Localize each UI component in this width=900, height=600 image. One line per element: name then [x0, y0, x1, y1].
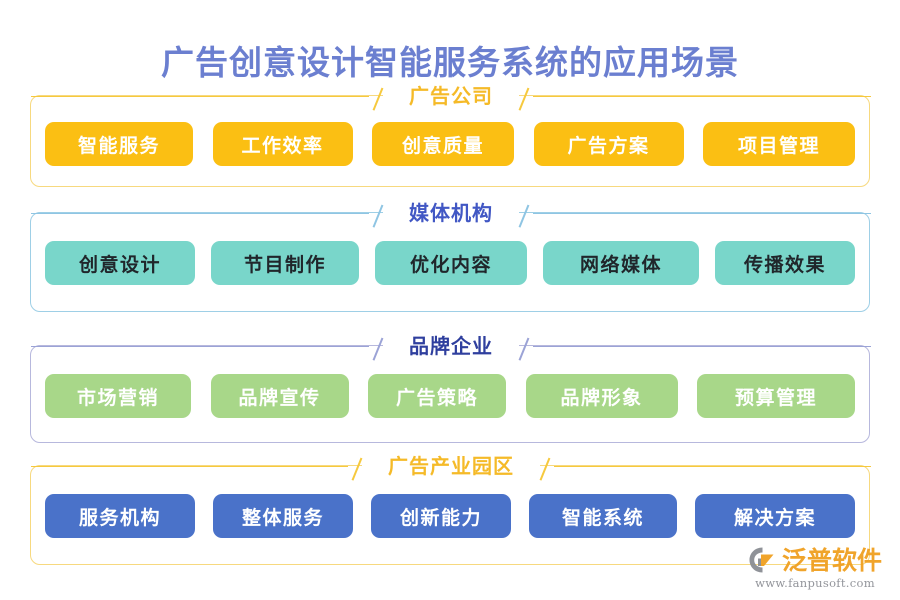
chip-item[interactable]: 节目制作: [211, 241, 359, 285]
chip-item[interactable]: 优化内容: [375, 241, 527, 285]
brand-lockup: 泛普软件: [748, 546, 882, 574]
brand-watermark: 泛普软件 www.fanpusoft.com: [748, 546, 882, 590]
section-brand-enterprises: 品牌企业 市场营销 品牌宣传 广告策略 品牌形象 预算管理: [30, 333, 871, 443]
brand-url: www.fanpusoft.com: [755, 576, 875, 590]
section-ad-industrial-park: 广告产业园区 服务机构 整体服务 创新能力 智能系统 解决方案: [30, 453, 871, 565]
chip-item[interactable]: 服务机构: [45, 494, 195, 538]
chip-item[interactable]: 创新能力: [371, 494, 511, 538]
chip-row: 服务机构 整体服务 创新能力 智能系统 解决方案: [31, 466, 869, 564]
chip-item[interactable]: 品牌宣传: [210, 374, 349, 418]
chip-item[interactable]: 项目管理: [703, 122, 855, 166]
chip-item[interactable]: 广告策略: [368, 374, 506, 418]
brand-name: 泛普软件: [781, 545, 882, 575]
chip-item[interactable]: 工作效率: [212, 122, 353, 166]
fanpu-swoosh-logo-icon: [748, 546, 778, 574]
chip-item[interactable]: 广告方案: [533, 122, 684, 166]
chip-item[interactable]: 市场营销: [45, 374, 191, 418]
chip-row: 智能服务 工作效率 创意质量 广告方案 项目管理: [31, 96, 869, 186]
section-media-organizations: 媒体机构 创意设计 节目制作 优化内容 网络媒体 传播效果: [30, 200, 871, 312]
chip-item[interactable]: 创意设计: [45, 241, 195, 285]
chip-item[interactable]: 品牌形象: [525, 374, 678, 418]
page-title: 广告创意设计智能服务系统的应用场景: [161, 43, 739, 82]
chip-item[interactable]: 智能服务: [45, 122, 193, 166]
chip-item[interactable]: 传播效果: [715, 241, 855, 285]
chip-item[interactable]: 预算管理: [697, 374, 855, 418]
chip-item[interactable]: 智能系统: [529, 494, 677, 538]
chip-row: 市场营销 品牌宣传 广告策略 品牌形象 预算管理: [31, 346, 869, 442]
section-advertising-company: 广告公司 智能服务 工作效率 创意质量 广告方案 项目管理: [30, 83, 871, 187]
chip-item[interactable]: 整体服务: [213, 494, 353, 538]
chip-row: 创意设计 节目制作 优化内容 网络媒体 传播效果: [31, 213, 869, 311]
chip-item[interactable]: 创意质量: [372, 122, 514, 166]
chip-item[interactable]: 网络媒体: [543, 241, 699, 285]
chip-item[interactable]: 解决方案: [695, 494, 855, 538]
